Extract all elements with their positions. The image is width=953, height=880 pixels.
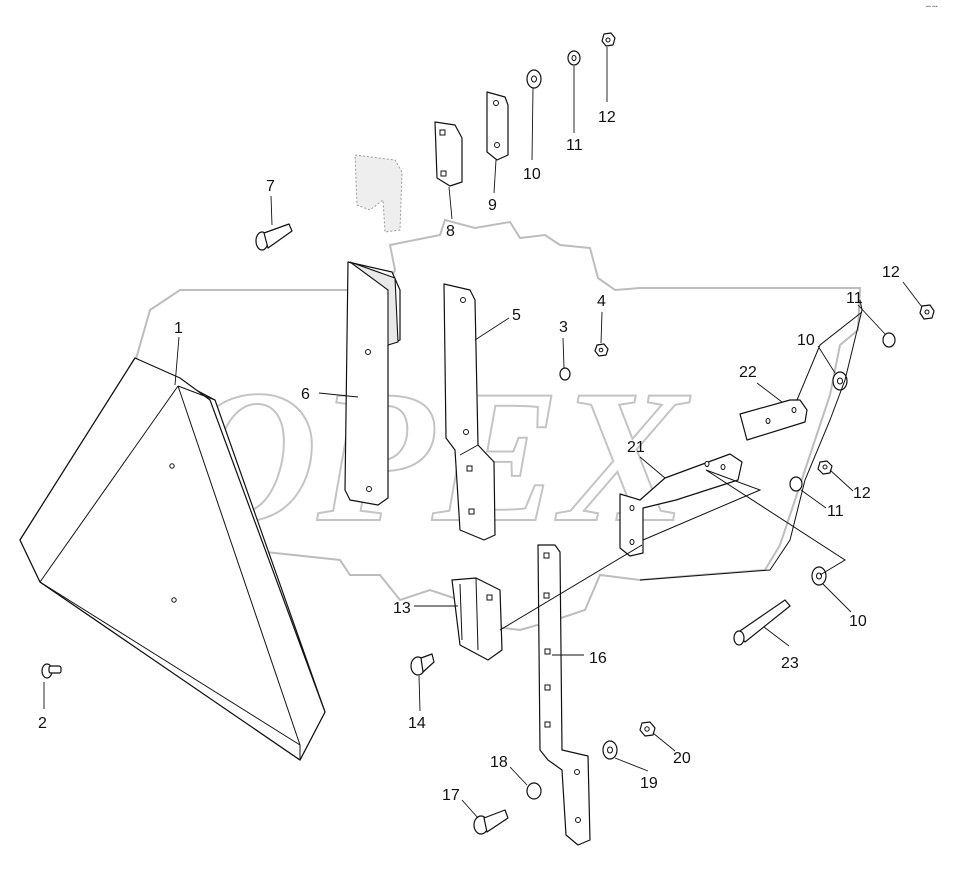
callout-19: 19 [640,775,658,792]
part-23-long-bolt [733,599,791,646]
callout-11-top: 11 [566,137,583,154]
part-22-bracket [739,399,808,441]
part-11-washer-middle [789,476,803,492]
callout-14: 14 [408,715,426,732]
part-clip-shadow [354,154,403,233]
part-11-washer-right [882,332,896,348]
callout-22: 22 [739,364,757,381]
callout-3: 3 [559,319,568,336]
callout-11-middle: 11 [827,503,844,520]
callout-13: 13 [393,600,411,617]
part-6-flat-strip [344,261,401,506]
callout-23: 23 [781,655,799,672]
part-14-bolt [410,653,435,676]
callout-7: 7 [266,178,275,195]
callout-10-right: 10 [797,332,815,349]
part-18-washer [526,782,542,800]
callout-1: 1 [174,320,183,337]
part-10-washer-lower [811,566,827,586]
part-11-washer-top [567,50,581,66]
part-8-block [434,121,463,187]
callout-5: 5 [512,307,521,324]
callout-21: 21 [627,439,645,456]
callout-labels: 1 2 3 4 5 6 7 8 9 10 10 10 11 11 11 12 1… [38,109,900,804]
corner-mark: ▪━ ▪▪▪ [926,4,938,10]
callout-4: 4 [597,293,606,310]
part-5-bent-bracket [443,283,496,541]
part-2-bolt [41,663,62,679]
callout-9: 9 [488,197,497,214]
part-17-bolt [473,809,509,835]
callout-20: 20 [673,750,691,767]
callout-11-right: 11 [846,290,863,307]
callout-12-right: 12 [882,264,900,281]
callout-17: 17 [442,787,460,804]
assembly-lines [499,299,863,631]
part-3-washer [559,367,571,381]
part-12-nut-middle [817,460,833,475]
part-1-triangle-plate [19,357,326,761]
watermark-text: OPEX [180,352,691,562]
part-20-nut [639,721,656,737]
callout-8: 8 [446,223,455,240]
part-19-washer [602,740,618,760]
part-12-nut-top [601,32,616,47]
part-13-clamp [451,577,503,661]
part-7-carriage-bolt [255,223,293,251]
part-21-angle-bracket [619,453,743,557]
callout-16: 16 [589,650,607,667]
part-16-long-strip [537,544,591,846]
part-4-nut [594,343,609,357]
callout-10-top: 10 [523,166,541,183]
leader-lines [43,47,923,819]
part-10-washer-right [832,371,848,391]
watermark-logo: OPEX [123,218,862,632]
callout-12-top: 12 [598,109,616,126]
callout-12-middle: 12 [853,485,871,502]
part-12-nut-right [919,304,935,320]
part-9-link-plate [486,91,509,161]
callout-6: 6 [301,386,310,403]
callout-18: 18 [490,754,508,771]
callout-2: 2 [38,715,47,732]
callout-10-lower: 10 [849,613,867,630]
part-10-washer-top [526,69,542,89]
